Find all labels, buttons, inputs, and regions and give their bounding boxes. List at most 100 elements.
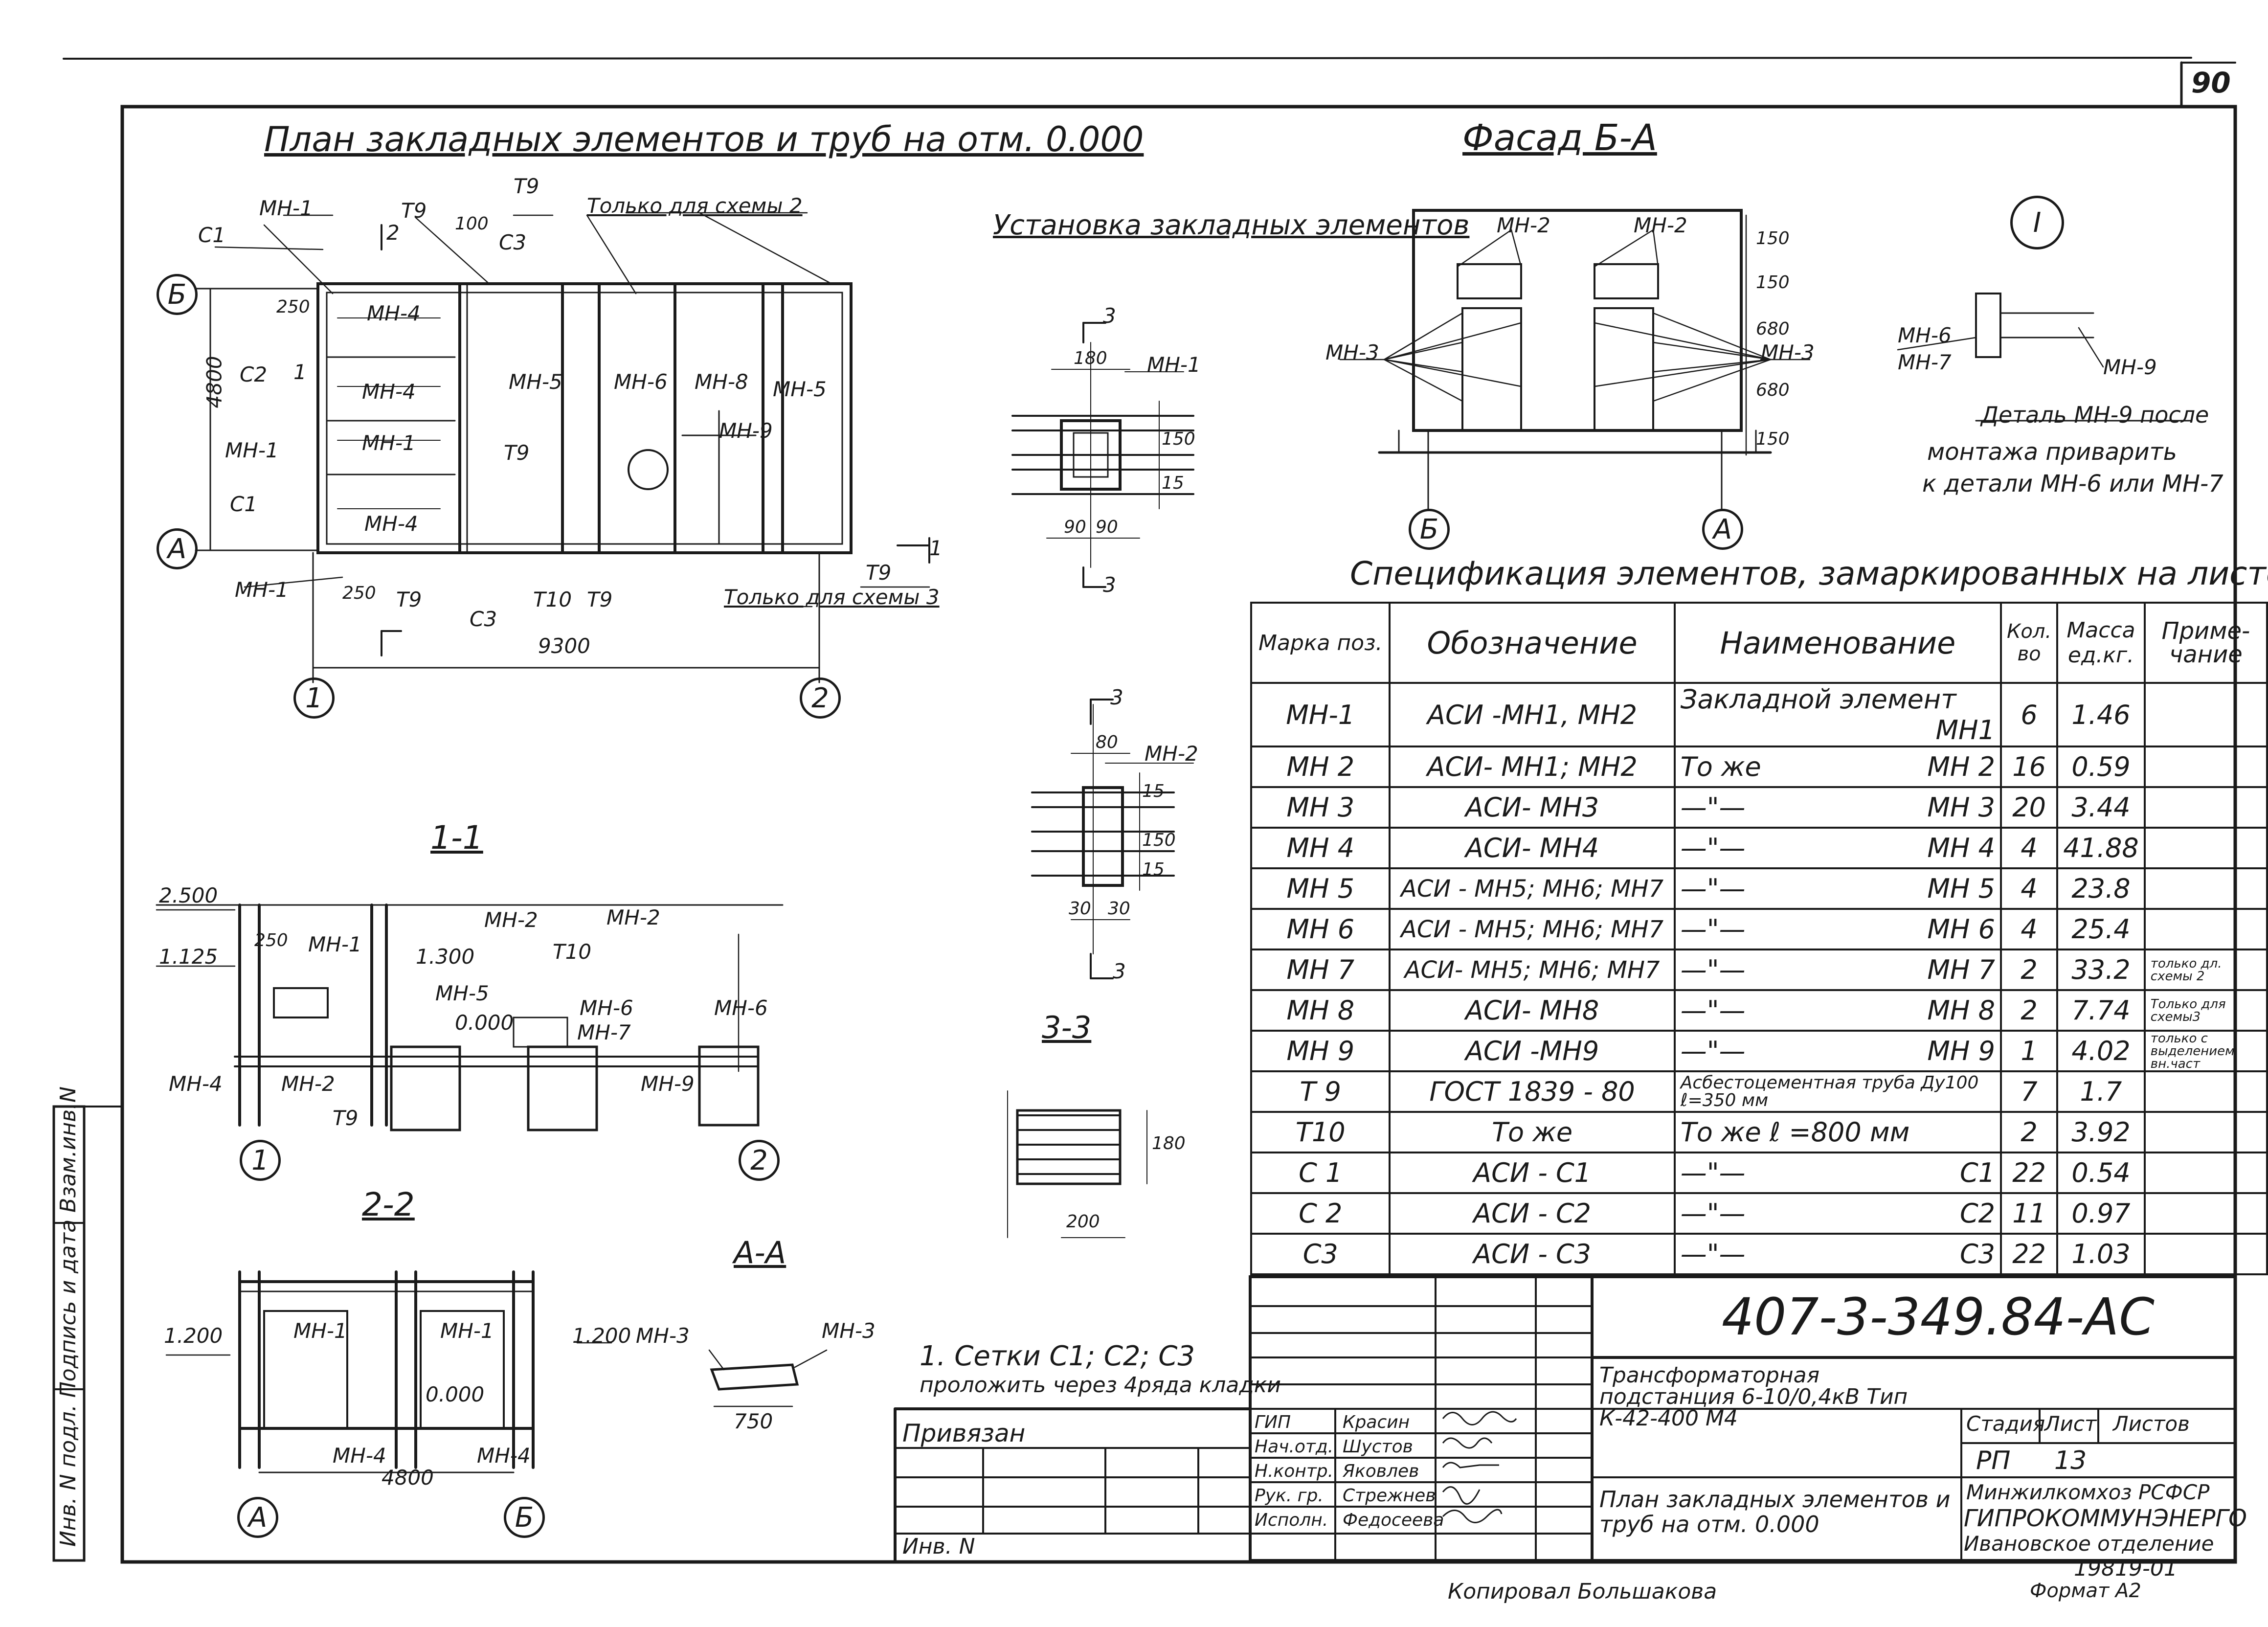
- spec-cell-note: Только для схемы3: [2143, 989, 2268, 1032]
- spec-cell-mark: МН 2: [1250, 746, 1391, 788]
- spec-name-mark: С3: [1959, 1239, 1996, 1269]
- spec-cell-designation: АСИ - МН5; МН6; МН7: [1389, 867, 1676, 910]
- plan-label: 250: [276, 297, 310, 317]
- plan-label: Т9: [514, 174, 539, 198]
- spec-name-mark: МН 4: [1927, 833, 1996, 863]
- spec-cell-designation: АСИ- МН3: [1389, 786, 1676, 829]
- spec-cell-note: только дл. схемы 2: [2143, 949, 2268, 991]
- section-11-label: 1.300: [416, 945, 475, 969]
- project-title: Трансформаторная подстанция 6-10/0,4кВ Т…: [1599, 1363, 1908, 1431]
- plan-label: МН-4: [362, 380, 416, 404]
- plan-label: 1: [293, 360, 307, 384]
- plan-label: С3: [470, 607, 497, 631]
- spec-name-text: —"—: [1680, 792, 1746, 823]
- spec-name-text: То же: [1680, 751, 1761, 782]
- ustanovka-label: 30: [1108, 899, 1130, 919]
- spec-cell-mass: 3.92: [2056, 1111, 2146, 1153]
- spec-cell-qty: 22: [2000, 1152, 2059, 1194]
- section-33-title: 3-3: [1042, 1010, 1092, 1045]
- plan-label: С2: [240, 362, 268, 386]
- plan-label: МН-5: [509, 370, 562, 394]
- facade-axis-b: Б: [1409, 509, 1450, 550]
- plan-label: 250: [342, 583, 376, 603]
- spec-cell-mark: С 1: [1250, 1152, 1391, 1194]
- spec-header-cell: Приме- чание: [2143, 602, 2268, 684]
- spec-cell-mass: 1.03: [2056, 1233, 2146, 1275]
- person-name: Красин: [1343, 1412, 1410, 1432]
- ustanovka-label: 15: [1142, 859, 1165, 880]
- spec-cell-name: Асбестоцементная труба Ду100 ℓ=350 мм: [1673, 1070, 2002, 1113]
- section-22-label: МН-1: [440, 1319, 494, 1343]
- spec-cell-designation: АСИ- МН8: [1389, 989, 1676, 1032]
- spec-cell-note: [2143, 682, 2268, 747]
- section-33-label: 200: [1066, 1212, 1100, 1232]
- facade-label: МН-2: [1634, 213, 1687, 237]
- spec-cell-name: То же ℓ =800 мм: [1673, 1111, 2002, 1153]
- spec-cell-note: [2143, 1070, 2268, 1113]
- spec-cell-mass: 0.97: [2056, 1192, 2146, 1235]
- plan-label: 1: [929, 536, 943, 560]
- stage-value: РП: [1976, 1446, 2011, 1475]
- spec-cell-note: [2143, 827, 2268, 869]
- spec-cell-qty: 20: [2000, 786, 2059, 829]
- plan-label: Только для схемы 3: [724, 585, 940, 609]
- spec-name-text: —"—: [1680, 833, 1746, 863]
- spec-cell-note: [2143, 867, 2268, 910]
- spec-name-mark: МН 9: [1927, 1036, 1996, 1066]
- spec-cell-note: [2143, 746, 2268, 788]
- spec-cell-note: [2143, 786, 2268, 829]
- spec-name-text: —"—: [1680, 1036, 1746, 1066]
- facade-label: 150: [1756, 429, 1790, 449]
- plan-label: 100: [455, 214, 489, 234]
- ustanovka-label: 3: [1113, 959, 1126, 983]
- spec-cell-qty: 22: [2000, 1233, 2059, 1275]
- plan-label: Т9: [396, 588, 422, 611]
- section-11-label: МН-9: [641, 1072, 695, 1096]
- spec-name-text: —"—: [1680, 1157, 1746, 1188]
- spec-cell-qty: 16: [2000, 746, 2059, 788]
- spec-cell-mass: 3.44: [2056, 786, 2146, 829]
- plan-label: МН-8: [695, 370, 748, 394]
- bottom-number: 19819-01: [2074, 1556, 2178, 1581]
- spec-cell-designation: АСИ - С1: [1389, 1152, 1676, 1194]
- spec-cell-name: —"—МН 3: [1673, 786, 2002, 829]
- person-name: Шустов: [1343, 1437, 1413, 1457]
- spec-cell-designation: АСИ- МН5; МН6; МН7: [1389, 949, 1676, 991]
- spec-cell-mark: МН 7: [1250, 949, 1391, 991]
- spec-cell-name: —"— МН 4: [1673, 827, 2002, 869]
- spec-cell-mass: 23.8: [2056, 867, 2146, 910]
- spec-cell-mass: 0.54: [2056, 1152, 2146, 1194]
- section-22-label: 0.000: [426, 1382, 485, 1406]
- spec-name-text: —"—: [1680, 1239, 1746, 1269]
- spec-cell-mark: С3: [1250, 1233, 1391, 1275]
- spec-cell-name: —"— МН 9: [1673, 1030, 2002, 1072]
- spec-cell-qty: 2: [2000, 989, 2059, 1032]
- spec-cell-note: только с выделением вн.част: [2143, 1030, 2268, 1072]
- spec-header-row: Марка поз. Обозначение Наименование Кол.…: [1250, 602, 2268, 684]
- plan-label: Т9: [401, 199, 427, 223]
- section-22-label: 1.200: [572, 1324, 631, 1348]
- section-22-label: МН-4: [333, 1444, 386, 1468]
- facade-label: МН-2: [1497, 213, 1550, 237]
- section-11-label: МН-6: [580, 996, 633, 1020]
- section-22-label: 4800: [382, 1466, 434, 1490]
- spec-cell-name: —"—МН 5: [1673, 867, 2002, 910]
- sheet-corner-number: 90: [2191, 66, 2231, 99]
- section-11-label: 2.500: [159, 883, 218, 907]
- plan-label: 2: [386, 221, 400, 245]
- plan-label: МН-5: [773, 377, 827, 401]
- spec-name-text: —"—: [1680, 1198, 1746, 1229]
- plan-label: МН-9: [719, 419, 773, 443]
- role-label: Нач.отд.: [1255, 1437, 1334, 1457]
- spec-cell-name: —"—С1: [1673, 1152, 2002, 1194]
- section-aa-label: 750: [734, 1409, 773, 1433]
- spec-name-text: —"—: [1680, 995, 1746, 1026]
